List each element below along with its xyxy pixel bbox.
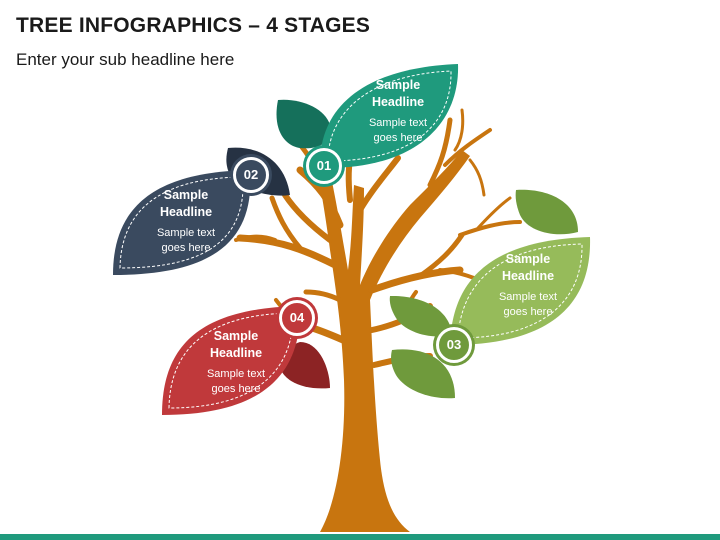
stage-01-headline: Sample Headline bbox=[371, 78, 425, 109]
stage-04-body: Sample text goes here bbox=[206, 368, 266, 395]
stage-04-headline: Sample Headline bbox=[209, 329, 263, 360]
stage-01-leaf bbox=[276, 64, 459, 169]
stage-04-leaf bbox=[162, 306, 330, 415]
tree-trunk bbox=[318, 150, 470, 532]
stage-03-leaf bbox=[389, 189, 591, 399]
stage-03-headline: Sample Headline bbox=[501, 252, 555, 283]
stage-03-text: Sample Headline Sample text goes here bbox=[478, 251, 578, 319]
stage-01-body: Sample text goes here bbox=[368, 117, 428, 144]
stage-03-body: Sample text goes here bbox=[498, 291, 558, 318]
stage-04-badge: 04 bbox=[279, 300, 315, 336]
stage-04-text: Sample Headline Sample text goes here bbox=[186, 328, 286, 396]
page-subtitle: Enter your sub headline here bbox=[16, 50, 235, 69]
bottom-accent-bar bbox=[0, 534, 720, 540]
stage-02-text: Sample Headline Sample text goes here bbox=[136, 187, 236, 255]
stage-02-badge: 02 bbox=[233, 157, 269, 193]
stage-03-badge: 03 bbox=[436, 327, 472, 363]
stage-02-body: Sample text goes here bbox=[156, 227, 216, 254]
stage-01-text: Sample Headline Sample text goes here bbox=[348, 77, 448, 145]
stage-01-badge: 01 bbox=[306, 148, 342, 184]
stage-02-headline: Sample Headline bbox=[159, 188, 213, 219]
page-title: TREE INFOGRAPHICS – 4 STAGES bbox=[16, 14, 371, 37]
